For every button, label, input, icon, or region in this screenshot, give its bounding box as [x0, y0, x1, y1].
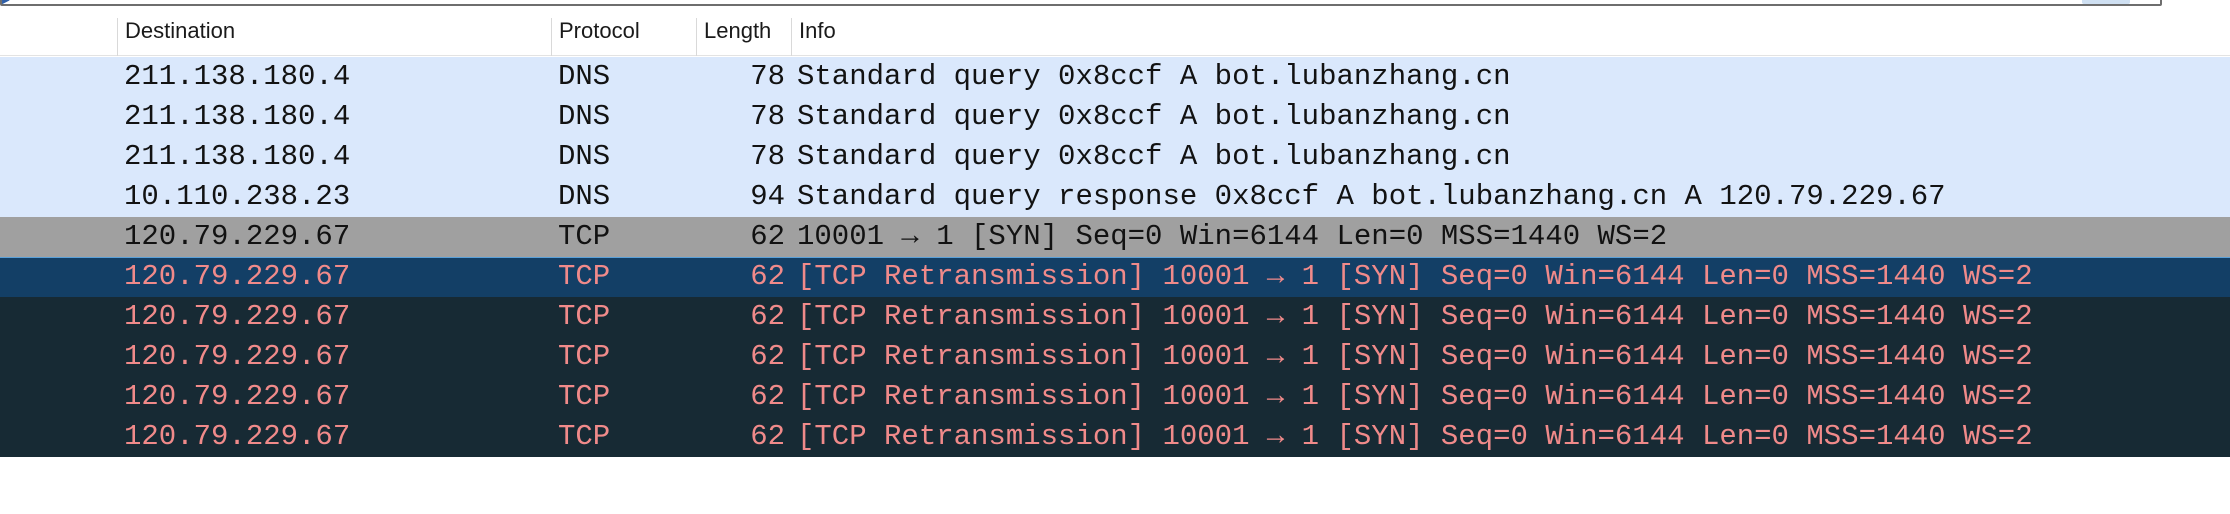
info-cell: [TCP Retransmission] 10001 → 1 [SYN] Seq…	[797, 420, 2033, 453]
destination-cell: 120.79.229.67	[124, 420, 351, 453]
length-cell: 78	[750, 100, 785, 133]
packet-row[interactable]: 120.79.229.67 TCP 62 [TCP Retransmission…	[0, 417, 2230, 457]
info-cell: [TCP Retransmission] 10001 → 1 [SYN] Seq…	[797, 340, 2033, 373]
packet-row[interactable]: 211.138.180.4 DNS 78 Standard query 0x8c…	[0, 57, 2230, 97]
column-header-length[interactable]: Length	[696, 18, 791, 56]
length-cell: 62	[750, 380, 785, 413]
column-header-info[interactable]: Info	[791, 18, 2230, 56]
destination-cell: 120.79.229.67	[124, 340, 351, 373]
protocol-cell: TCP	[558, 260, 611, 293]
packet-row[interactable]: 211.138.180.4 DNS 78 Standard query 0x8c…	[0, 97, 2230, 137]
packet-list-header: Destination Protocol Length Info	[0, 18, 2230, 56]
packet-row[interactable]: 120.79.229.67 TCP 62 [TCP Retransmission…	[0, 337, 2230, 377]
protocol-cell: DNS	[558, 60, 611, 93]
display-filter-input[interactable]	[0, 0, 2162, 6]
info-cell: 10001 → 1 [SYN] Seq=0 Win=6144 Len=0 MSS…	[797, 220, 1668, 253]
length-cell: 62	[750, 340, 785, 373]
info-cell: Standard query response 0x8ccf A bot.lub…	[797, 180, 1946, 213]
length-cell: 78	[750, 60, 785, 93]
column-header-protocol[interactable]: Protocol	[551, 18, 696, 56]
length-cell: 62	[750, 300, 785, 333]
info-cell: Standard query 0x8ccf A bot.lubanzhang.c…	[797, 60, 1511, 93]
packet-row-selected[interactable]: 120.79.229.67 TCP 62 [TCP Retransmission…	[0, 257, 2230, 297]
destination-cell: 211.138.180.4	[124, 140, 351, 173]
info-cell: [TCP Retransmission] 10001 → 1 [SYN] Seq…	[797, 300, 2033, 333]
protocol-cell: TCP	[558, 420, 611, 453]
column-header-destination[interactable]: Destination	[117, 18, 551, 56]
protocol-cell: TCP	[558, 380, 611, 413]
packet-row[interactable]: 120.79.229.67 TCP 62 [TCP Retransmission…	[0, 377, 2230, 417]
protocol-cell: DNS	[558, 100, 611, 133]
packet-row[interactable]: 120.79.229.67 TCP 62 [TCP Retransmission…	[0, 297, 2230, 337]
destination-cell: 211.138.180.4	[124, 60, 351, 93]
protocol-cell: TCP	[558, 300, 611, 333]
destination-cell: 120.79.229.67	[124, 380, 351, 413]
protocol-cell: DNS	[558, 140, 611, 173]
info-cell: [TCP Retransmission] 10001 → 1 [SYN] Seq…	[797, 380, 2033, 413]
length-cell: 62	[750, 220, 785, 253]
display-filter-bar: ▶	[0, 0, 2230, 10]
packet-row[interactable]: 120.79.229.67 TCP 62 10001 → 1 [SYN] Seq…	[0, 217, 2230, 257]
packet-list: 211.138.180.4 DNS 78 Standard query 0x8c…	[0, 57, 2230, 457]
info-cell: Standard query 0x8ccf A bot.lubanzhang.c…	[797, 140, 1511, 173]
destination-cell: 120.79.229.67	[124, 260, 351, 293]
info-cell: Standard query 0x8ccf A bot.lubanzhang.c…	[797, 100, 1511, 133]
destination-cell: 120.79.229.67	[124, 300, 351, 333]
destination-cell: 10.110.238.23	[124, 180, 351, 213]
filter-apply-button[interactable]	[2082, 0, 2130, 4]
bookmark-icon[interactable]: ▶	[2, 0, 10, 6]
column-header-no[interactable]	[0, 18, 117, 56]
length-cell: 78	[750, 140, 785, 173]
packet-row[interactable]: 211.138.180.4 DNS 78 Standard query 0x8c…	[0, 137, 2230, 177]
length-cell: 62	[750, 260, 785, 293]
length-cell: 62	[750, 420, 785, 453]
info-cell: [TCP Retransmission] 10001 → 1 [SYN] Seq…	[797, 260, 2033, 293]
destination-cell: 120.79.229.67	[124, 220, 351, 253]
length-cell: 94	[750, 180, 785, 213]
protocol-cell: TCP	[558, 220, 611, 253]
destination-cell: 211.138.180.4	[124, 100, 351, 133]
packet-row[interactable]: 10.110.238.23 DNS 94 Standard query resp…	[0, 177, 2230, 217]
protocol-cell: DNS	[558, 180, 611, 213]
protocol-cell: TCP	[558, 340, 611, 373]
